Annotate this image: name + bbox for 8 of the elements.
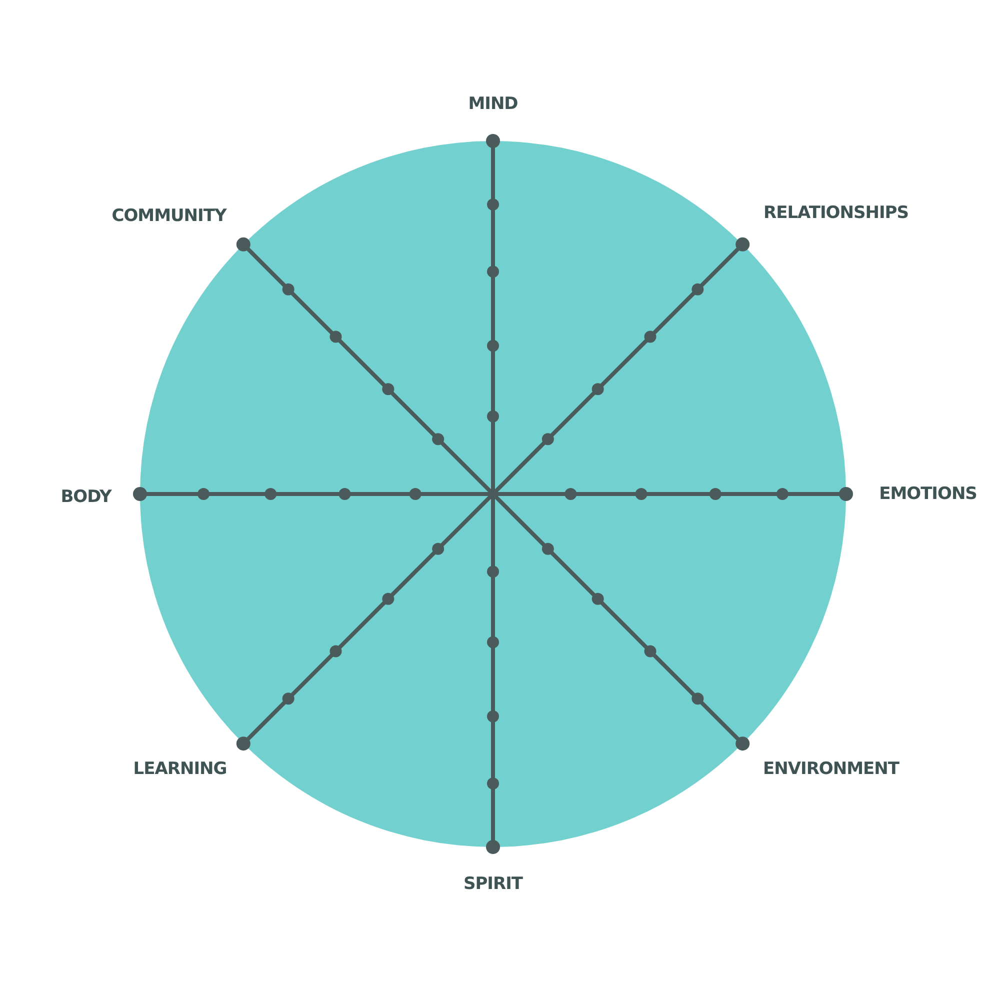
axis-label: SPIRIT (463, 874, 523, 894)
axis-label: MIND (468, 94, 518, 114)
axis-label: ENVIRONMENT (763, 759, 899, 779)
axis-label: COMMUNITY (112, 206, 226, 226)
axis-label: EMOTIONS (879, 484, 977, 504)
axis-label: LEARNING (133, 759, 227, 779)
axis-label: BODY (60, 487, 112, 507)
axis-label: RELATIONSHIPS (764, 203, 908, 223)
